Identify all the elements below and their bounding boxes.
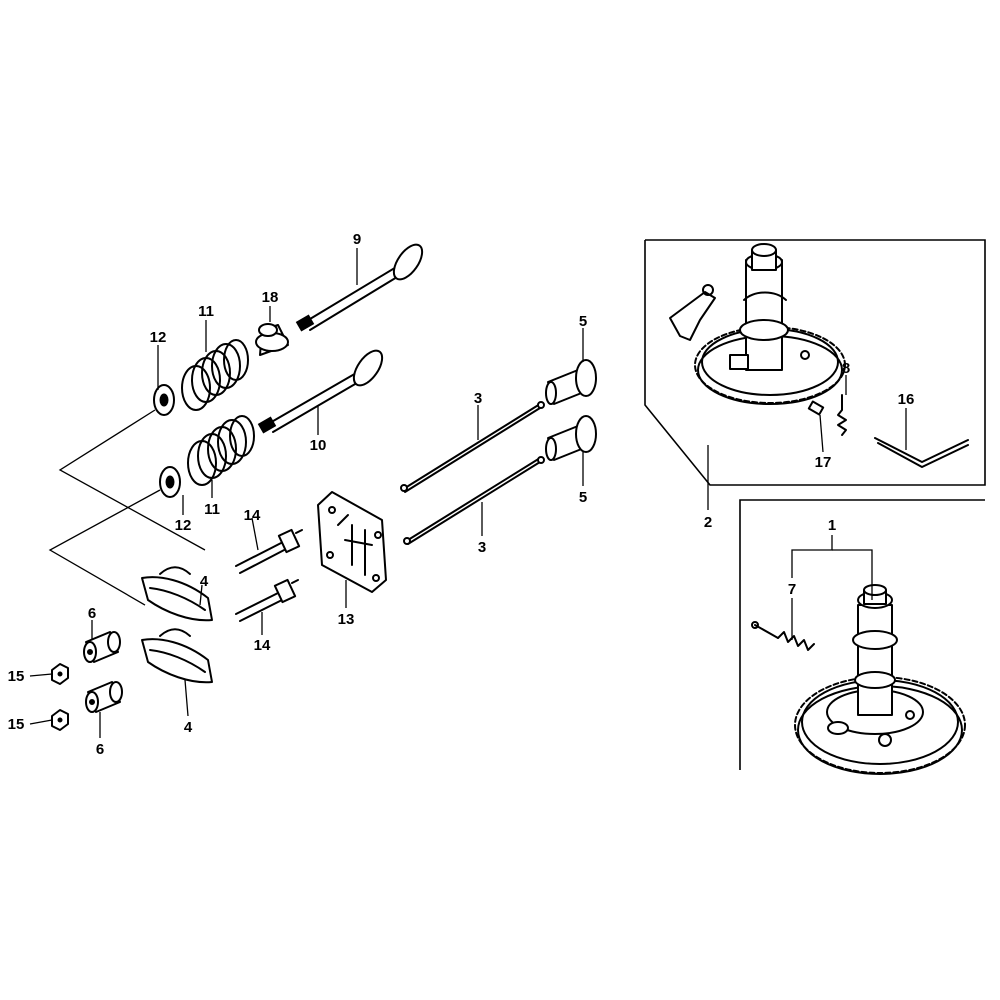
callout-8: 8 (842, 360, 850, 377)
spring-7 (751, 621, 815, 651)
callout-18: 18 (262, 289, 279, 306)
callout-4-lower: 4 (184, 719, 193, 736)
callout-4-upper: 4 (200, 573, 209, 590)
callout-7: 7 (788, 581, 796, 598)
nut-15-upper (51, 663, 69, 685)
spring-retainer-12-lower (159, 466, 181, 498)
callout-16: 16 (898, 391, 915, 408)
callout-13: 13 (338, 611, 355, 628)
pivot-6-lower (85, 681, 123, 713)
nut-15-lower (51, 709, 69, 731)
camshaft-assembly-1 (794, 584, 966, 775)
callout-11-upper: 11 (198, 303, 214, 320)
callout-12-upper: 12 (150, 329, 167, 346)
callout-11-lower: 11 (204, 501, 220, 518)
leader-lines (29, 248, 907, 738)
pivot-6-upper (83, 631, 121, 663)
push-rod-3-upper (400, 401, 545, 493)
callout-10: 10 (310, 437, 327, 454)
callout-2: 2 (704, 514, 712, 531)
camshaft-assembly-box-lower (739, 499, 985, 770)
rocker-arm-4-lower (141, 628, 213, 684)
push-rod-guide-plate-13 (317, 491, 387, 593)
callout-6-upper: 6 (88, 605, 96, 622)
assembly-guide-lines (48, 409, 206, 606)
rocker-stud-14-upper (235, 528, 303, 574)
spring-8 (837, 394, 847, 436)
callout-14-upper: 14 (244, 507, 261, 524)
camshaft-assembly-box-upper (644, 239, 986, 486)
rocker-arm-4-upper (141, 566, 213, 622)
callout-12-lower: 12 (175, 517, 192, 534)
callout-1: 1 (828, 517, 836, 534)
callout-9: 9 (353, 231, 361, 248)
callout-3-lower: 3 (478, 539, 486, 556)
callout-14-lower: 14 (254, 637, 271, 654)
camshaft-assembly-2 (669, 243, 846, 405)
tappet-5-lower (545, 415, 597, 461)
stem-seal-18 (255, 323, 289, 356)
callout-6-lower: 6 (96, 741, 104, 758)
push-rod-3-lower (403, 456, 545, 545)
tappet-5-upper (545, 359, 597, 405)
callout-15-upper: 15 (8, 668, 25, 685)
callout-17: 17 (815, 454, 832, 471)
callout-5-upper: 5 (579, 313, 587, 330)
rocker-stud-14-lower (235, 578, 299, 622)
valve-9 (295, 243, 424, 332)
valve-spring-11-lower (187, 415, 255, 486)
callout-5-lower: 5 (579, 489, 587, 506)
valve-10 (257, 349, 384, 434)
callout-labels: 9 18 11 12 10 11 12 14 14 13 3 3 5 5 4 4… (8, 231, 915, 758)
rod-16 (874, 437, 969, 468)
callout-15-lower: 15 (8, 716, 25, 733)
valve-spring-11-upper (181, 339, 249, 411)
callout-3-upper: 3 (474, 390, 482, 407)
spring-retainer-12-upper (153, 384, 175, 416)
pin-17 (807, 400, 825, 416)
